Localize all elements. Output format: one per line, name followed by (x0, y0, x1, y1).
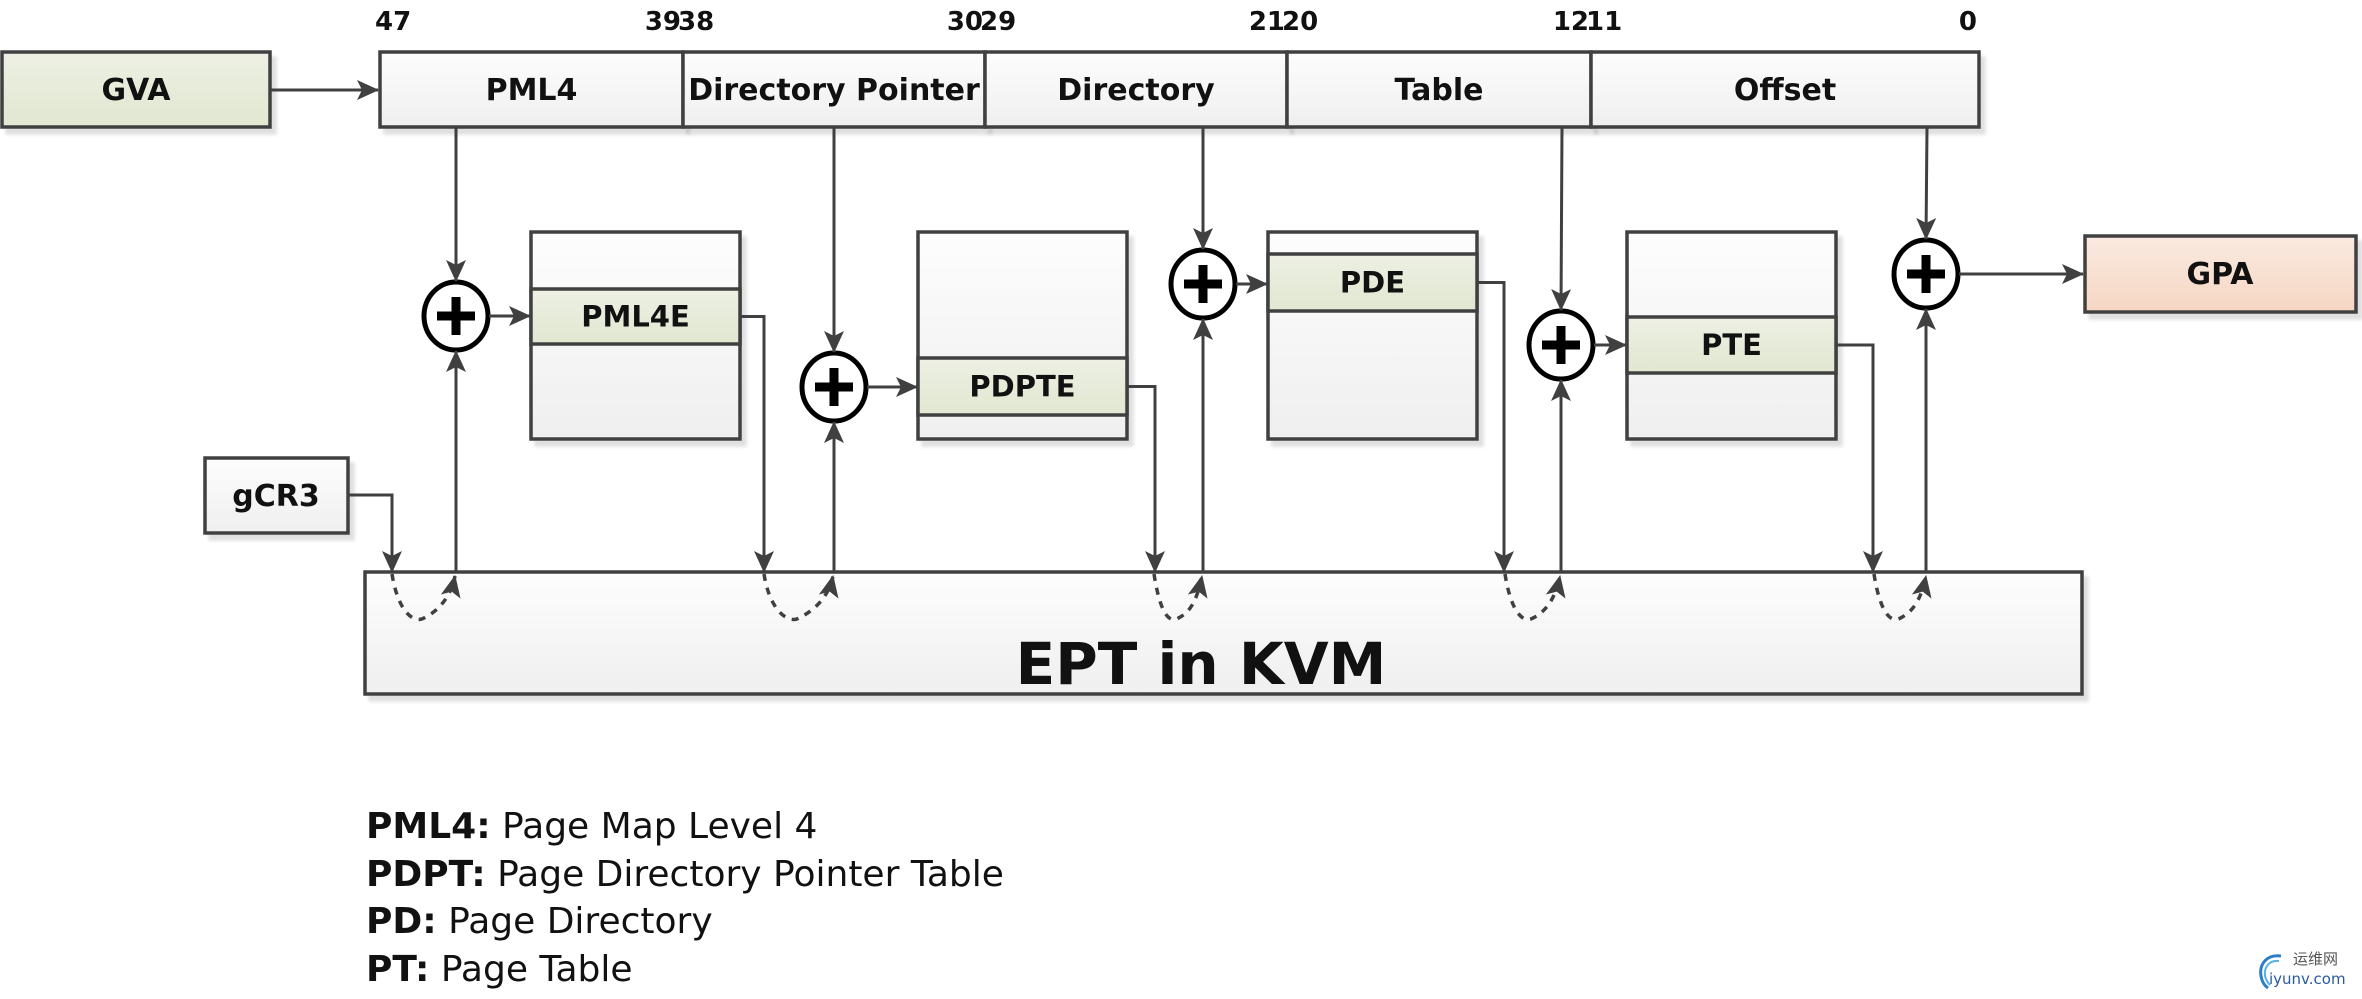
gpa-box: GPA (2083, 234, 2358, 314)
legend-item-pdpt: PDPT: Page Directory Pointer Table (366, 851, 1004, 899)
bit-label-low: 12 (1553, 7, 1589, 37)
gpa-label: GPA (2186, 257, 2254, 292)
legend-item-pml4: PML4: Page Map Level 4 (366, 803, 1004, 851)
bit-label-high: 20 (1282, 7, 1318, 37)
page-tables: PML4E PDPTE PDE PTE (529, 230, 1838, 441)
address-field-label: Directory Pointer (688, 73, 980, 108)
entry-to-ept-arrow (1127, 385, 1165, 573)
page-table-pte: PTE (1625, 230, 1838, 441)
bit-label-low: 39 (645, 7, 681, 37)
table-entry-label: PDE (1340, 266, 1405, 300)
address-field-directory: Directory 29 21 (980, 7, 1289, 129)
connectors (348, 126, 2084, 622)
watermark-en: iyunv.com (2269, 970, 2346, 988)
legend-abbr: PD: (366, 901, 437, 942)
adder-icon (1168, 247, 1238, 321)
bit-label-high: 29 (980, 7, 1016, 37)
address-field-pml4: PML4 47 39 (375, 7, 685, 129)
gva-box: GVA (0, 50, 272, 129)
address-field-offset: Offset 11 0 (1586, 7, 1981, 129)
legend-abbr: PML4: (366, 806, 491, 847)
bit-label-low: 21 (1249, 7, 1285, 37)
adder-icon (1891, 237, 1961, 311)
adder-icon (1526, 308, 1596, 382)
address-field-label: Directory (1057, 73, 1215, 108)
legend-abbr: PT: (366, 948, 430, 990)
adder-icon (799, 350, 869, 424)
gcr3-to-ept-arrow (348, 493, 402, 573)
bit-label-high: 47 (375, 7, 411, 37)
gcr3-label: gCR3 (232, 479, 319, 514)
address-field-label: PML4 (486, 73, 578, 108)
ept-box: EPT in KVM (363, 570, 2084, 698)
ept-walk-dashed-arrow (762, 573, 839, 622)
ept-walk-dashed-arrow (1872, 573, 1932, 622)
gcr3-box: gCR3 (203, 456, 350, 535)
bit-label-high: 11 (1586, 7, 1622, 37)
legend: PML4: Page Map Level 4 PDPT: Page Direct… (366, 803, 1004, 993)
legend-text: Page Directory (436, 901, 713, 942)
table-entry-label: PTE (1701, 328, 1762, 362)
table-entry (1625, 315, 1838, 375)
address-field-label: Offset (1734, 73, 1836, 108)
bit-label-high: 38 (678, 7, 714, 37)
table-entry-label: PDPTE (969, 370, 1075, 404)
ept-walk-dashed-arrow (390, 573, 461, 622)
watermark-logo-icon (2259, 954, 2282, 990)
address-field-directory-pointer: Directory Pointer 38 30 (678, 7, 987, 129)
bit-label-low: 30 (947, 7, 983, 37)
watermark: 运维网 iyunv.com (2255, 948, 2355, 994)
address-field-table: Table 20 12 (1282, 7, 1593, 129)
adder-icon (421, 279, 491, 353)
entry-to-ept-arrow (1836, 343, 1883, 573)
ept-walk-dashed-arrow (1503, 573, 1566, 622)
legend-text: Page Directory Pointer Table (485, 853, 1004, 895)
page-table-pdpte: PDPTE (916, 230, 1129, 441)
address-field-label: Table (1395, 73, 1484, 108)
table-entry-label: PML4E (581, 300, 690, 334)
page-table-pde: PDE (1266, 230, 1479, 441)
legend-text: Page Table (429, 948, 633, 990)
watermark-cn: 运维网 (2293, 950, 2339, 968)
field-to-adder-arrow (1916, 126, 1937, 240)
legend-item-pt: PT: Page Table (366, 946, 1004, 994)
legend-text: Page Map Level 4 (490, 806, 818, 847)
entry-to-ept-arrow (740, 315, 774, 573)
legend-item-pd: PD: Page Directory (366, 898, 1004, 946)
table-entry (916, 356, 1129, 417)
entry-to-ept-arrow (1477, 281, 1514, 573)
ept-walk-dashed-arrow (1152, 573, 1208, 622)
gva-label: GVA (101, 73, 171, 108)
bit-label-low: 0 (1959, 7, 1977, 37)
ept-label: EPT in KVM (1016, 630, 1387, 698)
field-to-adder-arrow (1551, 126, 1572, 311)
legend-abbr: PDPT: (366, 853, 486, 895)
page-table-pml4e: PML4E (529, 230, 742, 441)
